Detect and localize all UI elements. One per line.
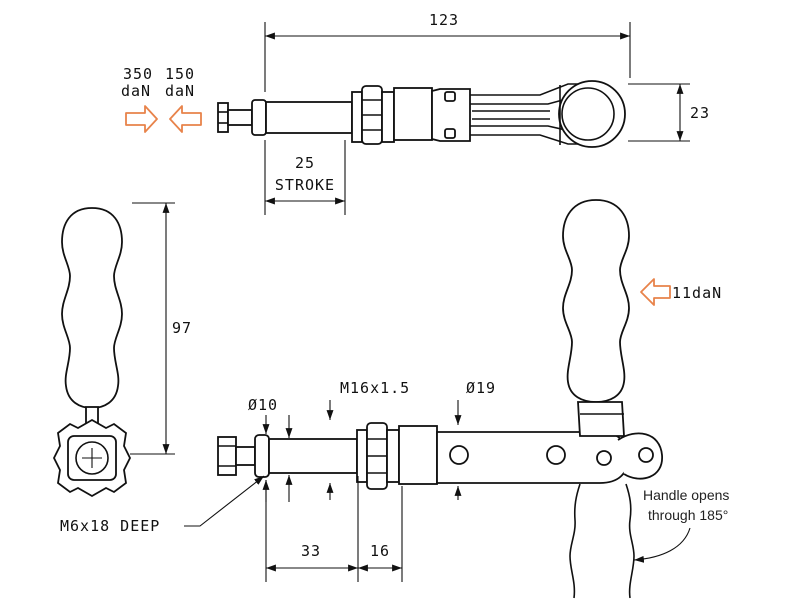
dim-33-label: 33 — [301, 542, 321, 560]
pull-force-value: 150 — [165, 65, 195, 83]
mount-thread-label: M6x18 DEEP — [60, 517, 160, 535]
open-handle-outline — [569, 483, 635, 599]
handle-height-label: 97 — [172, 319, 192, 337]
push-force-value: 350 — [123, 65, 153, 83]
right-handle-grip — [562, 199, 630, 403]
thread-label: M16x1.5 — [340, 379, 410, 397]
handle-force-label: 11daN — [672, 284, 722, 302]
handle-end-view: 97 — [52, 202, 192, 498]
pull-force-unit: daN — [165, 82, 195, 100]
body-diameter-label: Ø19 — [466, 379, 496, 397]
stroke-value-label: 25 — [295, 154, 315, 172]
height-label: 23 — [690, 104, 710, 122]
handle-swing-arc — [633, 527, 691, 563]
stroke-text-label: STROKE — [275, 176, 335, 194]
plunger-diameter-label: Ø10 — [248, 396, 278, 414]
force-arrow-left-icon — [640, 278, 671, 306]
handle-note-line2: through 185° — [648, 507, 728, 523]
handle-note-line1: Handle opens — [643, 487, 729, 503]
top-view: 123 23 25 STROKE 350 daN 150 daN — [121, 11, 710, 215]
overall-length-label: 123 — [429, 11, 459, 29]
clamp-top-body — [217, 80, 626, 148]
dim-16-label: 16 — [370, 542, 390, 560]
left-handle-grip — [61, 207, 123, 409]
force-arrow-right-icon — [125, 105, 158, 133]
push-force-unit: daN — [121, 82, 151, 100]
side-view: 33 16 Ø10 M16x1.5 Ø19 M6x18 DEEP 11daN H… — [60, 199, 729, 599]
force-arrow-left-icon — [169, 105, 202, 133]
